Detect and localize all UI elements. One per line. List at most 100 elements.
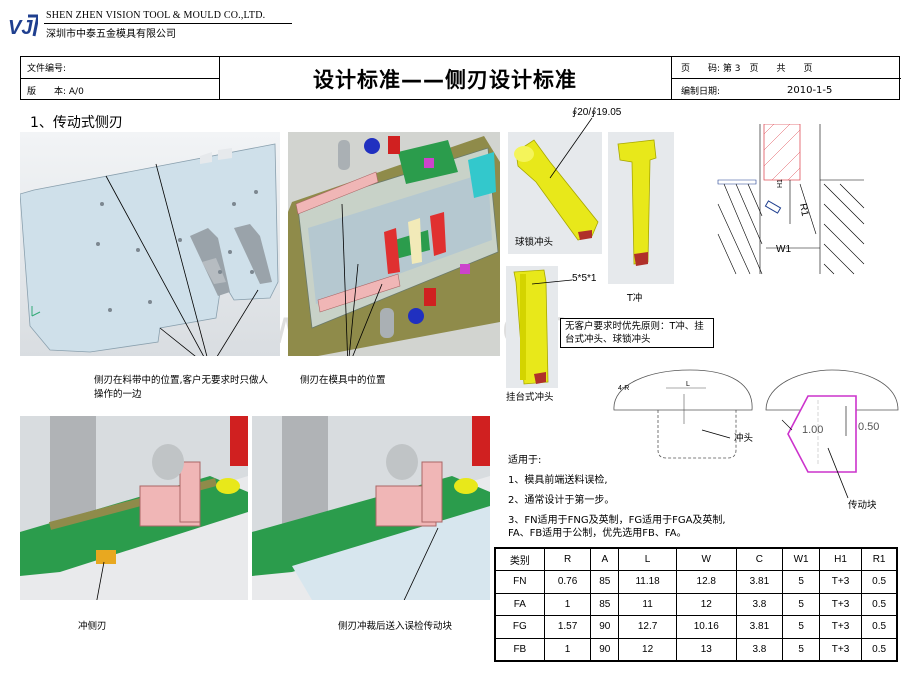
spec-cell: 85	[590, 592, 620, 616]
spec-cell: 3.8	[735, 592, 784, 616]
spec-header-cell: L	[618, 547, 677, 571]
spec-header-cell: H1	[818, 547, 863, 571]
die-assembly-render	[288, 132, 500, 356]
hanging-punch-caption: 挂台式冲头	[506, 392, 554, 403]
spec-cell: 0.76	[543, 570, 592, 594]
spec-header-cell: R1	[861, 547, 898, 571]
spec-header-cell: W	[676, 547, 737, 571]
priority-note: 无客户要求时优先原则：T冲、挂台式冲头、球锁冲头	[560, 318, 714, 348]
diameter-dimension: ∮20/∮19.05	[572, 107, 622, 118]
applicability-line2: 2、通常设计于第一步。	[508, 495, 615, 506]
t-punch-render	[608, 132, 674, 284]
section-drawing: W1 H1 R1	[716, 124, 866, 294]
ball-lock-caption: 球锁冲头	[515, 237, 554, 248]
diameter-leader	[549, 117, 593, 179]
svg-text:VJ: VJ	[8, 17, 33, 39]
company-logo: VJ	[8, 12, 40, 40]
spec-cell: T+3	[818, 592, 863, 616]
document-title: 设计标准——侧刃设计标准	[313, 68, 577, 92]
spec-cell: 0.5	[861, 592, 898, 616]
spec-cell: 12	[618, 637, 677, 661]
section-heading: 1、传动式侧刃	[30, 115, 123, 131]
date-label: 编制日期:	[681, 86, 721, 97]
dim-050-label: 0.50	[858, 421, 880, 433]
t-punch-caption: T冲	[627, 293, 643, 304]
spec-cell: 5	[782, 637, 820, 661]
dim-100-label: 1.00	[802, 424, 824, 436]
company-name-cn: 深圳市中泰五金模具有限公司	[46, 29, 176, 40]
spec-cell: 1.57	[543, 615, 592, 639]
r1-dim-label: R1	[797, 203, 810, 218]
spec-cell: T+3	[818, 637, 863, 661]
drive-block-caption: 传动块	[848, 500, 877, 511]
spec-cell: FB	[494, 637, 545, 661]
strip-position-caption: 侧刃在料带中的位置,客户无要求时只做人操作的一边	[94, 375, 269, 400]
spec-cell: 85	[590, 570, 620, 594]
spec-cell: 12	[676, 592, 737, 616]
punch-head-caption: 冲头	[734, 433, 754, 444]
length-label: L	[686, 381, 690, 388]
spec-cell: FG	[494, 615, 545, 639]
header-divider	[44, 23, 292, 24]
spec-cell: 90	[590, 615, 620, 639]
spec-header-cell: W1	[782, 547, 820, 571]
size-dimension: 5*5*1	[572, 273, 597, 284]
page-label: 页 码: 第 3 页 共 页	[681, 64, 813, 74]
hanging-punch-render	[506, 266, 558, 388]
spec-header-cell: C	[735, 547, 784, 571]
version-label: 版 本: A/0	[27, 86, 84, 97]
strip-render	[20, 132, 280, 356]
drive-block-leader	[827, 447, 849, 499]
spec-cell: FN	[494, 570, 545, 594]
ball-lock-punch-render	[508, 132, 602, 254]
punch-side-caption: 冲侧刃	[78, 621, 107, 632]
spec-cell: 0.5	[861, 615, 898, 639]
date-value: 2010-1-5	[787, 84, 833, 96]
spec-header-cell: A	[590, 547, 620, 571]
h1-dim-label: H1	[777, 179, 784, 188]
spec-cell: 10.16	[676, 615, 737, 639]
title-block: 文件编号: 版 本: A/0 设计标准——侧刃设计标准 页 码: 第 3 页 共…	[20, 56, 901, 100]
spec-cell: 13	[676, 637, 737, 661]
radius-label: 4-R	[618, 385, 629, 392]
spec-cell: 5	[782, 615, 820, 639]
spec-cell: 11	[618, 592, 677, 616]
punch-side-render	[20, 416, 248, 600]
spec-cell: 3.81	[735, 615, 784, 639]
spec-cell: 0.5	[861, 637, 898, 661]
w1-dim-label: W1	[776, 244, 791, 255]
drive-block-drawing	[762, 364, 902, 474]
spec-cell: FA	[494, 592, 545, 616]
spec-cell: 5	[782, 592, 820, 616]
size-leader	[531, 279, 573, 285]
die-position-caption: 侧刃在模具中的位置	[300, 375, 386, 386]
punch-head-drawing: 4-R L	[610, 364, 760, 464]
doc-number-label: 文件编号:	[27, 64, 67, 74]
spec-cell: 1	[543, 637, 592, 661]
spec-cell: 12.7	[618, 615, 677, 639]
spec-cell: 5	[782, 570, 820, 594]
applicability-line1: 1、模具前端送料误检,	[508, 475, 608, 486]
spec-cell: T+3	[818, 615, 863, 639]
spec-cell: 0.5	[861, 570, 898, 594]
spec-cell: 90	[590, 637, 620, 661]
spec-header-cell: R	[543, 547, 592, 571]
applicability-line3a: 3、FN适用于FNG及英制，FG适用于FGA及英制,	[508, 515, 726, 526]
spec-header-cell: 类别	[494, 547, 545, 571]
spec-cell: 11.18	[618, 570, 677, 594]
spec-cell: 3.81	[735, 570, 784, 594]
applicability-line3b: FA、FB适用于公制，优先选用FB、FA。	[508, 528, 687, 539]
spec-cell: 3.8	[735, 637, 784, 661]
applicability-heading: 适用于:	[508, 455, 542, 466]
spec-cell: T+3	[818, 570, 863, 594]
after-punch-render	[252, 416, 490, 600]
after-punch-caption: 侧刃冲裁后送入误检传动块	[338, 621, 453, 632]
spec-cell: 1	[543, 592, 592, 616]
spec-cell: 12.8	[676, 570, 737, 594]
